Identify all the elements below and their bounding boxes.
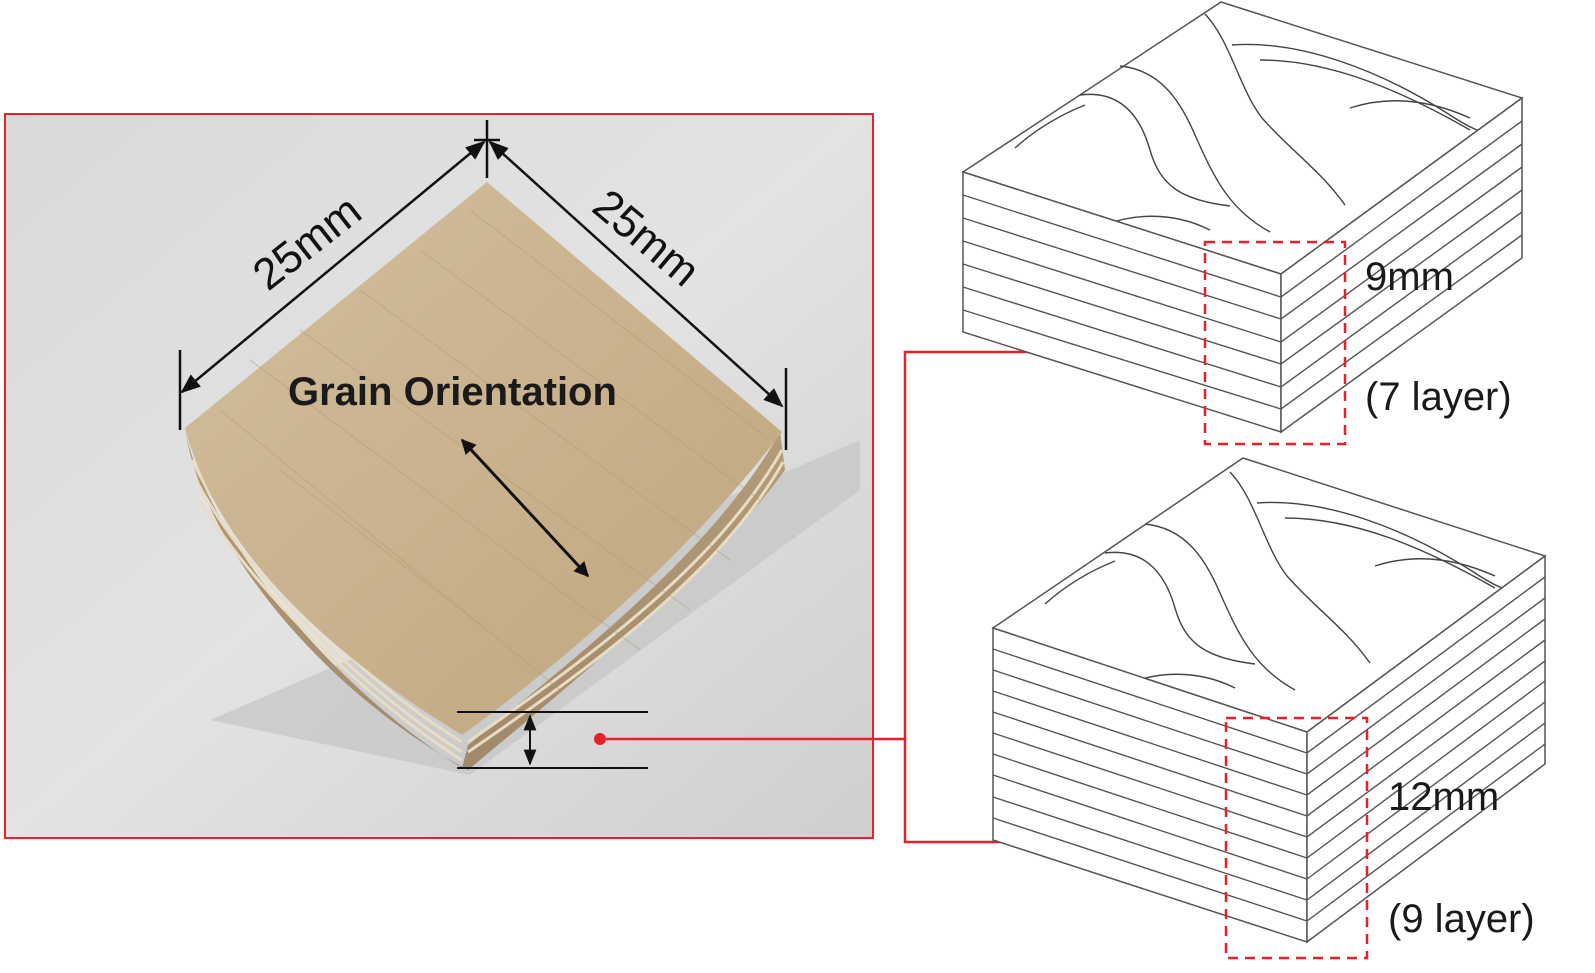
layer-count-label: (9 layer): [1388, 897, 1535, 941]
schematic-grain-lines: [1044, 471, 1540, 691]
cross-section-highlight: [1203, 240, 1347, 446]
thickness-label: 12mm: [1388, 775, 1499, 819]
grain-orientation-label: Grain Orientation: [288, 370, 617, 414]
schematic-9mm: 9mm (7 layer): [961, 1, 1524, 446]
thickness-indicator: [457, 711, 648, 769]
depth-dimension-line: [488, 140, 784, 408]
thickness-label: 9mm: [1365, 255, 1454, 299]
width-dimension-line: [180, 140, 486, 394]
schematic-right-face: [1280, 96, 1523, 434]
cross-section-highlight: [1224, 716, 1369, 960]
grain-orientation-arrow: [460, 438, 590, 578]
schematic-layer-lines: [962, 120, 1523, 410]
schematic-layer-lines: [992, 576, 1546, 922]
block-side-face: [185, 428, 785, 770]
photo-panel: 25mm 25mm Grain Orientation: [4, 113, 874, 839]
schematic-12mm: 12mm (9 layer): [991, 457, 1547, 960]
thickness-marker-dot: [594, 733, 606, 745]
layer-count-label: (7 layer): [1365, 375, 1512, 419]
